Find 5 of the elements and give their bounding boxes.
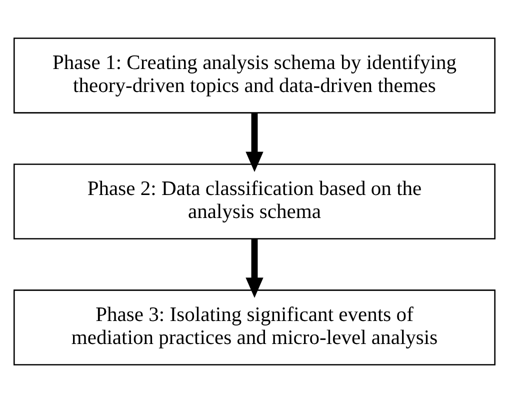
node-box: Phase 1: Creating analysis schema by identifying theory-driven topics and data-driven themes: [13, 38, 495, 114]
arrow: [245, 112, 263, 172]
arrow: [245, 238, 263, 298]
node-box: Phase 2: Data classification based on the analysis schema: [13, 164, 495, 240]
node-box: Phase 3: Isolating significant events of mediation practices and micro-level analysis: [13, 290, 495, 366]
